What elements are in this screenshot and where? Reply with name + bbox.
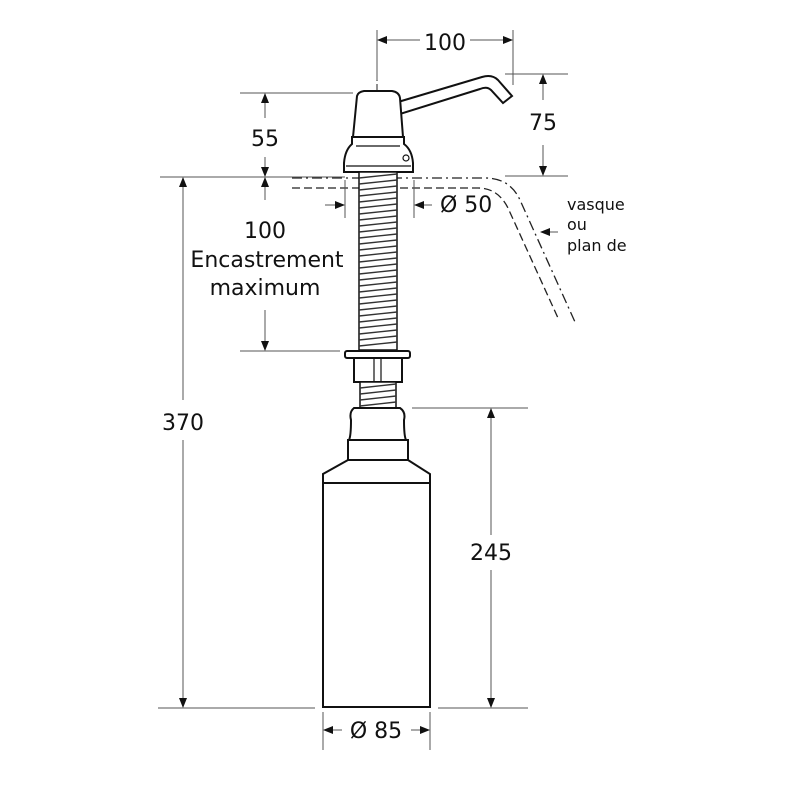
dim-spout-height: 75 <box>505 73 568 177</box>
recess-line1-label: Encastrement <box>190 248 344 273</box>
dispenser-head <box>343 75 514 173</box>
threaded-tube <box>344 171 411 409</box>
bottle-height-label: 245 <box>470 541 512 566</box>
dim-bottle-height: 245 <box>412 407 528 709</box>
pipe-diameter-label: Ø 50 <box>440 193 492 218</box>
annotation-line3: plan de <box>567 236 627 255</box>
recess-line2-label: maximum <box>210 276 321 301</box>
dim-recess: 100 Encastrement maximum <box>190 177 344 352</box>
total-height-label: 370 <box>162 411 204 436</box>
head-height-label: 55 <box>251 127 279 152</box>
bottle-diameter-label: Ø 85 <box>350 719 402 744</box>
dim-head-height: 55 <box>160 92 353 178</box>
dim-bottle-diameter: Ø 85 <box>322 712 431 750</box>
dim-spout-reach: 100 <box>376 30 514 85</box>
spout-height-label: 75 <box>529 111 557 136</box>
dim-total-height: 370 <box>158 177 315 709</box>
recess-value-label: 100 <box>244 219 286 244</box>
annotation-basin: vasque ou plan de <box>540 195 627 255</box>
countertop-outline <box>292 177 576 323</box>
dim-pipe-diameter: Ø 50 <box>325 180 492 218</box>
annotation-line2: ou <box>567 215 587 234</box>
bottle <box>322 407 431 708</box>
annotation-line1: vasque <box>567 195 625 214</box>
spout-reach-label: 100 <box>424 31 466 56</box>
